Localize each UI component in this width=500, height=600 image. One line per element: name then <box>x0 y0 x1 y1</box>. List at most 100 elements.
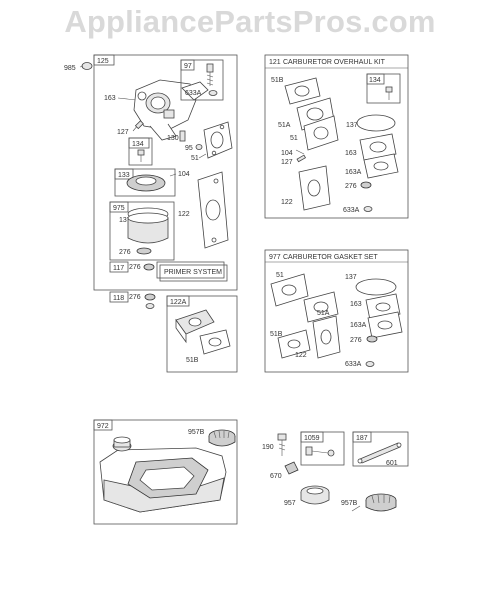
part-118-group: 118 276 <box>109 291 156 309</box>
part-97-box <box>180 59 224 101</box>
part-957-group: 957 <box>284 485 330 507</box>
gs-label-163: 163 <box>350 301 362 308</box>
label-box-187 <box>352 431 372 443</box>
panel-122A-frame <box>166 295 238 373</box>
fuel-tank-frame <box>93 419 238 525</box>
part-975-bowl <box>127 207 169 244</box>
fuel-tank-panel: 972 957B <box>93 419 238 525</box>
ok-label-633A: 633A <box>343 207 360 214</box>
label-163: 163 <box>104 95 116 102</box>
carburetor-panel: 125 985 163 97 63 <box>64 54 238 291</box>
carburetor-panel-frame <box>93 54 238 291</box>
ok-label-163: 163 <box>345 150 357 157</box>
label-276: 276 <box>119 249 131 256</box>
part-95-screw <box>195 144 203 150</box>
primer-system-box <box>156 261 225 279</box>
ok-label-134: 134 <box>369 77 381 84</box>
part-127-spring <box>132 120 144 132</box>
label-97: 97 <box>184 63 192 70</box>
gs-gasket-51B <box>277 329 311 359</box>
part-1059-group: 1059 <box>300 431 345 466</box>
ok-label-276: 276 <box>345 183 357 190</box>
ok-washer-276 <box>360 181 372 189</box>
gs-label-163A: 163A <box>350 322 367 329</box>
ok-label-104: 104 <box>281 150 293 157</box>
ok-label-51B: 51B <box>271 77 284 84</box>
label-957B: 957B <box>188 429 205 436</box>
label-box-122A <box>166 295 190 307</box>
ok-label-163A: 163A <box>345 169 362 176</box>
part-276-washer <box>136 247 152 255</box>
label-box-133 <box>114 168 134 180</box>
screw-985-part <box>79 62 93 70</box>
label-122A: 122A <box>170 299 187 306</box>
part-122A-spacer <box>175 309 215 344</box>
label-125: 125 <box>97 58 109 65</box>
gs-gasket-163A <box>367 311 403 339</box>
label-104: 104 <box>178 171 190 178</box>
gs-label-276: 276 <box>350 337 362 344</box>
ok-oring-137 <box>356 114 396 132</box>
label-box-1059 <box>300 431 324 443</box>
label-51: 51 <box>191 155 199 162</box>
ok-gasket-51B <box>284 77 321 105</box>
part-957B-cap <box>208 429 236 447</box>
label-985: 985 <box>64 65 76 72</box>
gs-gasket-51A <box>303 291 339 323</box>
label-975: 975 <box>113 205 125 212</box>
label-187: 187 <box>356 435 368 442</box>
ok-gasket-122 <box>298 165 331 211</box>
label-130: 130 <box>167 135 179 142</box>
part-51B-gasket <box>199 329 231 355</box>
label-972: 972 <box>97 423 109 430</box>
gs-label-51: 51 <box>276 272 284 279</box>
ok-part-134-needle <box>385 86 393 100</box>
part-670-group: 670 <box>270 461 299 480</box>
gs-label-137: 137 <box>345 274 357 281</box>
label-box-975 <box>109 201 129 213</box>
overhaul-kit-panel: 121 CARBURETOR OVERHAUL KIT 51B 134 51A … <box>264 54 409 219</box>
panel-122A: 122A 51B <box>166 295 238 373</box>
part-133-box <box>114 168 176 197</box>
gasket-set-frame <box>264 249 409 373</box>
fuel-tank-part <box>99 436 227 513</box>
gasket-set-number: 977 <box>269 254 281 261</box>
label-box-97 <box>180 59 195 71</box>
gs-label-51A: 51A <box>317 310 330 317</box>
label-95: 95 <box>185 145 193 152</box>
gs-gasket-122 <box>312 315 341 359</box>
gs-seal-633A <box>365 361 375 367</box>
label-601: 601 <box>386 460 398 467</box>
part-122-gasket <box>197 171 229 249</box>
ok-gasket-163 <box>359 133 397 161</box>
label-133: 133 <box>118 172 130 179</box>
overhaul-kit-title: CARBURETOR OVERHAUL KIT <box>283 59 386 66</box>
label-box-118 <box>109 291 129 303</box>
gs-label-51B: 51B <box>270 331 283 338</box>
label-box-134 <box>128 137 150 149</box>
part-633A-seal <box>208 90 218 96</box>
part-130-valve <box>179 130 186 142</box>
label-670: 670 <box>270 473 282 480</box>
part-97-screw <box>206 63 214 86</box>
part-276c-washer <box>144 293 156 301</box>
gs-label-122: 122 <box>295 352 307 359</box>
primer-system-shadow <box>159 264 228 282</box>
primer-system-label: PRIMER SYSTEM <box>164 269 222 276</box>
part-187-group: 187 601 <box>352 431 409 467</box>
label-127: 127 <box>117 129 129 136</box>
overhaul-kit-number: 121 <box>269 59 281 66</box>
part-975-box <box>109 201 175 261</box>
label-51B: 51B <box>186 357 199 364</box>
label-633A: 633A <box>185 90 202 97</box>
gasket-set-title: CARBURETOR GASKET SET <box>283 254 378 261</box>
label-276b: 276 <box>129 264 141 271</box>
carburetor-body-part <box>133 79 209 141</box>
label-134: 134 <box>132 141 144 148</box>
label-box-125 <box>93 54 115 66</box>
label-box-972 <box>93 419 113 431</box>
label-box-117 <box>109 261 129 273</box>
ok-label-122: 122 <box>281 199 293 206</box>
gasket-set-panel: 977 CARBURETOR GASKET SET 51 137 51A 163… <box>264 249 409 373</box>
